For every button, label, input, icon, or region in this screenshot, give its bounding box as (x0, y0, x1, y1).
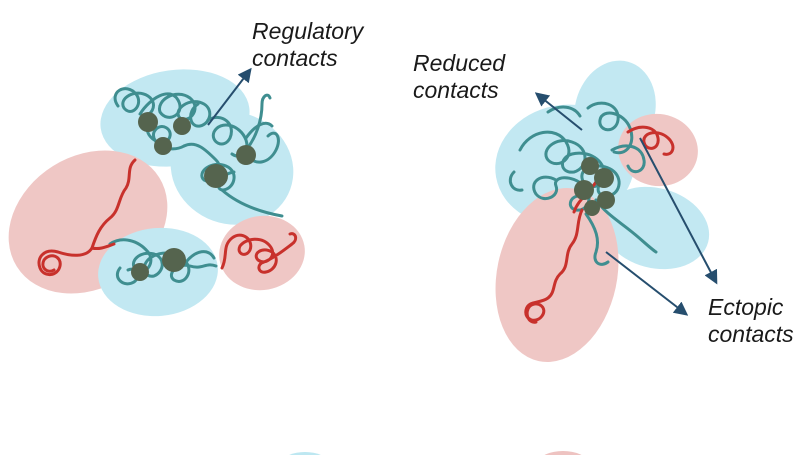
contact-node (204, 164, 228, 188)
contact-node (594, 168, 614, 188)
contact-cluster (574, 157, 615, 216)
ectopic-arrow-lower (605, 251, 689, 316)
contact-node (581, 157, 599, 175)
label-line: contacts (252, 45, 338, 71)
reduced-contacts-label: Reduced contacts (413, 50, 505, 104)
blue-domain-top-right (170, 111, 294, 225)
normal-configuration (8, 67, 305, 317)
red-domain-bottom (495, 188, 619, 362)
contact-node (584, 200, 600, 216)
regulatory-arrow (207, 67, 252, 126)
contact-node (236, 145, 256, 165)
label-line: Reduced (413, 50, 506, 76)
blue-domain-cropped (289, 452, 321, 455)
contact-node (574, 180, 594, 200)
ectopic-contacts-label: Ectopic contacts (708, 294, 794, 348)
contact-node (138, 112, 158, 132)
label-line: Regulatory (252, 18, 364, 44)
contact-node (162, 248, 186, 272)
domains-right (495, 60, 710, 362)
red-domain-cropped (544, 451, 582, 455)
contact-node (173, 117, 191, 135)
ectopic-arrow-upper (639, 137, 718, 285)
label-line: Ectopic (708, 294, 784, 320)
blue-domain-lower-right (600, 186, 710, 270)
contact-node (131, 263, 149, 281)
disrupted-configuration (495, 60, 718, 362)
contact-node (597, 191, 615, 209)
contact-node (154, 137, 172, 155)
chromatin-red-left (37, 158, 298, 276)
reduced-arrow (534, 92, 583, 131)
label-line: contacts (413, 77, 499, 103)
red-domain-top-right (618, 113, 698, 187)
label-line: contacts (708, 321, 794, 347)
regulatory-contacts-label: Regulatory contacts (252, 18, 363, 72)
regulatory-contact-nodes (131, 112, 256, 281)
cropped-domains-bottom (289, 451, 582, 455)
